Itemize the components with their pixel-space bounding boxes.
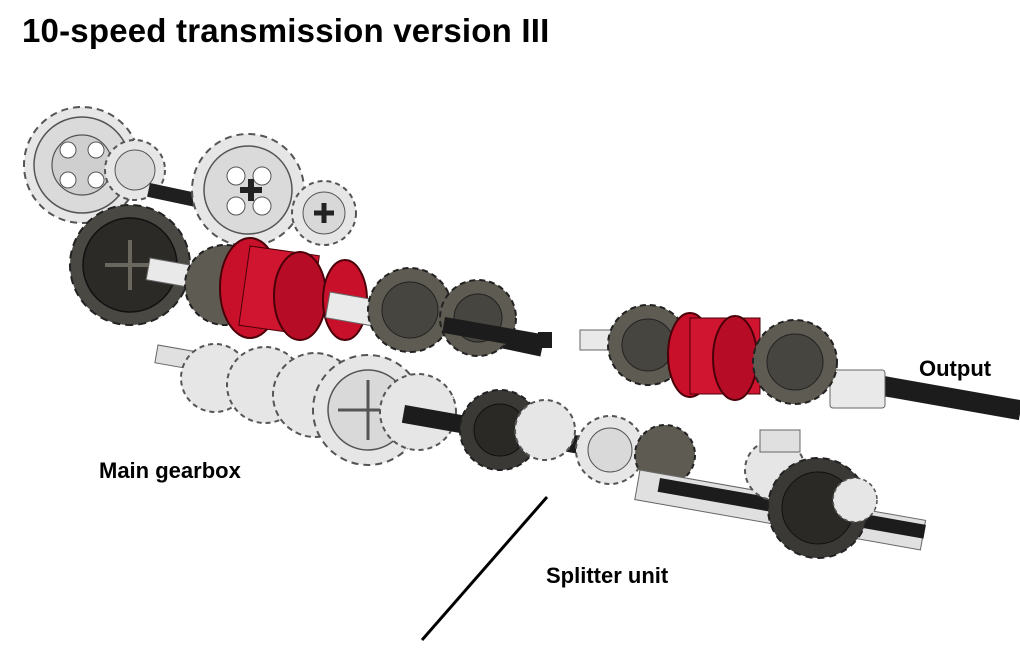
light-gear-large-2 (191, 133, 305, 247)
dark-gear-large (69, 204, 191, 326)
light-gear-small-2 (291, 180, 357, 246)
leader-line (420, 496, 549, 641)
diagram-title: 10-speed transmission version III (22, 12, 550, 49)
red-clutch-output (667, 312, 761, 401)
splitter-unit-assembly (401, 389, 927, 559)
label-main-gearbox: Main gearbox (99, 458, 241, 483)
output-assembly (579, 304, 1020, 453)
label-output: Output (919, 356, 992, 381)
red-clutch-main (219, 237, 368, 341)
main-gearbox-assembly (23, 106, 552, 466)
label-splitter-unit: Splitter unit (546, 563, 669, 588)
light-gear-cluster-lower (180, 343, 457, 466)
